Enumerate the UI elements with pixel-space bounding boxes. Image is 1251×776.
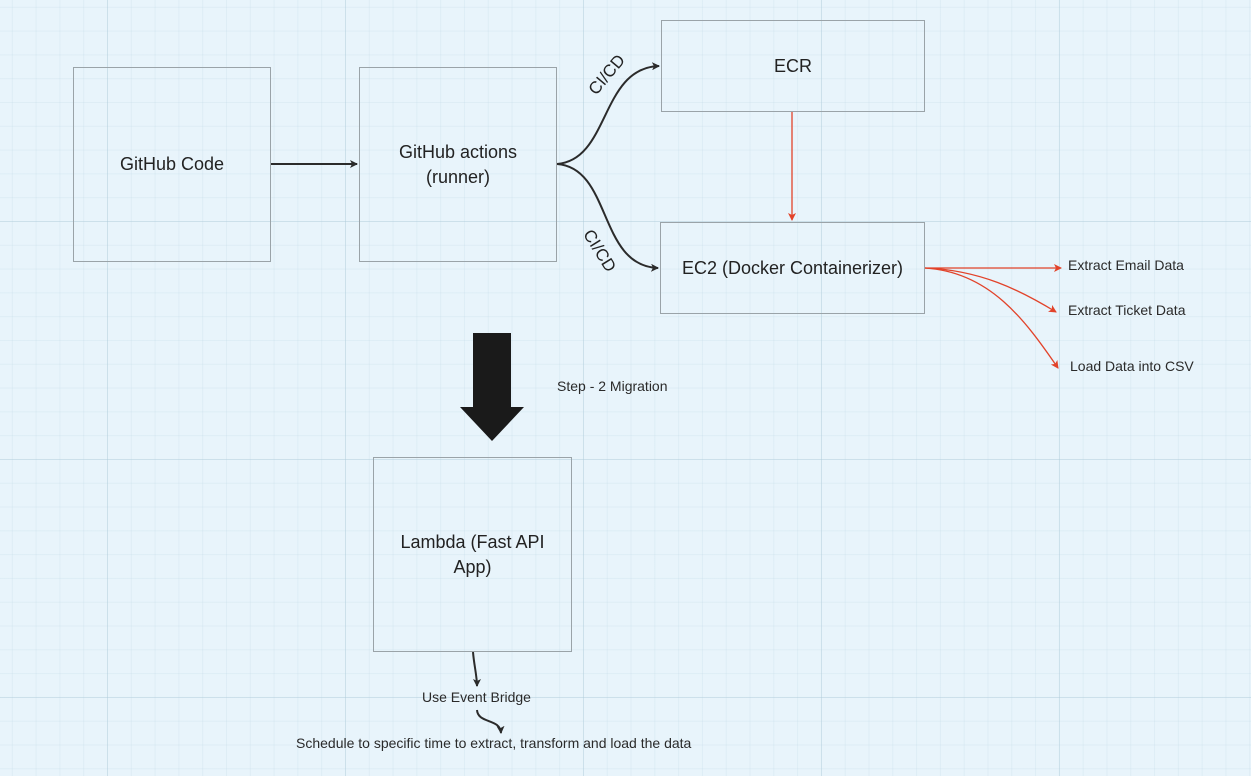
lambda-label: Lambda (Fast API App) <box>400 531 545 577</box>
step2-migration-note[interactable]: Step - 2 Migration <box>557 378 668 394</box>
event-bridge-note[interactable]: Use Event Bridge <box>422 689 531 705</box>
github-actions-box[interactable]: GitHub actions (runner) <box>359 67 557 262</box>
extract-email-note[interactable]: Extract Email Data <box>1068 257 1184 273</box>
load-csv-note[interactable]: Load Data into CSV <box>1070 358 1194 374</box>
schedule-note[interactable]: Schedule to specific time to extract, tr… <box>296 735 692 751</box>
lambda-box[interactable]: Lambda (Fast API App) <box>373 457 572 652</box>
github-actions-label: GitHub actions (runner) <box>398 141 518 187</box>
cicd-label-top: CI/CD <box>584 50 629 99</box>
extract-ticket-note[interactable]: Extract Ticket Data <box>1068 302 1186 318</box>
ec2-box[interactable]: EC2 (Docker Containerizer) <box>660 222 925 314</box>
github-code-label: GitHub Code <box>119 154 225 174</box>
cicd-label-bottom: CI/CD <box>579 226 620 276</box>
connector-ec2-to-load-csv[interactable] <box>924 267 1059 369</box>
connector-event-bridge-to-schedule[interactable] <box>476 709 505 734</box>
migration-down-arrow-icon <box>460 333 524 441</box>
ec2-label: EC2 (Docker Containerizer) <box>681 257 904 278</box>
ecr-box[interactable]: ECR <box>661 20 925 112</box>
ecr-label: ECR <box>773 55 812 76</box>
github-code-box[interactable]: GitHub Code <box>73 67 271 262</box>
connector-ec2-to-extract-ticket[interactable] <box>924 267 1057 313</box>
connector-lambda-to-event-bridge[interactable] <box>472 651 481 687</box>
